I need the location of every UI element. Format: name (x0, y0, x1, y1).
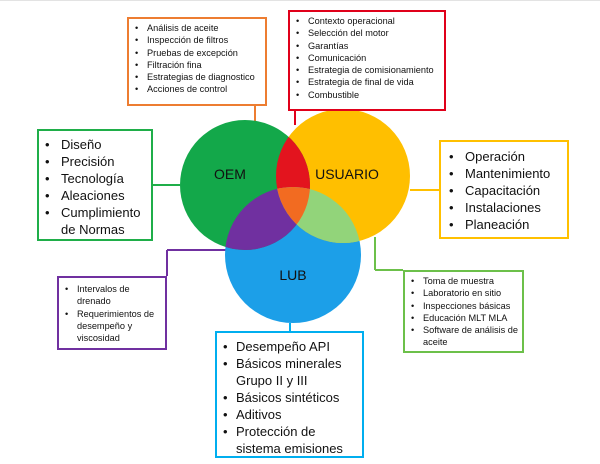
list-item: Aleaciones (45, 187, 147, 204)
list-item: Inspecciones básicas (411, 300, 518, 313)
list-item: Intervalos de drenado (65, 283, 161, 308)
list-item: Laboratorio en sitio (411, 287, 518, 300)
list-item: Diseño (45, 136, 147, 153)
usuario-lub-box: Toma de muestra Laboratorio en sitio Ins… (403, 270, 524, 353)
list-item: Aditivos (223, 406, 358, 423)
list-item: Estrategia de comisionamiento (296, 64, 440, 77)
list-item: Cumplimiento de Normas (45, 204, 147, 238)
list-item: Requerimientos de desempeño y viscosidad (65, 308, 161, 345)
oem-box: Diseño Precisión Tecnología Aleaciones C… (37, 129, 153, 241)
list-item: Educación MLT MLA (411, 312, 518, 325)
list-item: Operación (449, 148, 563, 165)
list-item: Comunicación (296, 52, 440, 65)
list-item: Pruebas de excepción (135, 47, 261, 60)
oem-lub-box: Intervalos de drenado Requerimientos de … (57, 276, 167, 350)
list-item: Básicos minerales Grupo II y III (223, 355, 358, 389)
list-item: Estrategias de diagnostico (135, 71, 261, 84)
list-item: Contexto operacional (296, 15, 440, 28)
list-item: Estrategia de final de vida (296, 76, 440, 89)
oem-lub-overlap (225, 187, 310, 250)
lub-box: Desempeño API Básicos minerales Grupo II… (215, 331, 364, 458)
list-item: Acciones de control (135, 83, 261, 96)
usuario-label: USUARIO (315, 166, 379, 182)
list-item: Planeación (449, 216, 563, 233)
usuario-lub-overlap (276, 187, 361, 243)
list-item: Inspección de filtros (135, 34, 261, 47)
lub-label: LUB (279, 267, 306, 283)
list-item: Garantías (296, 40, 440, 53)
usuario-box: Operación Mantenimiento Capacitación Ins… (439, 140, 569, 239)
list-item: Instalaciones (449, 199, 563, 216)
list-item: Combustible (296, 89, 440, 102)
list-item: Desempeño API (223, 338, 358, 355)
list-item: Filtración fina (135, 59, 261, 72)
list-item: Mantenimiento (449, 165, 563, 182)
list-item: Tecnología (45, 170, 147, 187)
list-item: Básicos sintéticos (223, 389, 358, 406)
list-item: Precisión (45, 153, 147, 170)
list-item: Protección de sistema emisiones (223, 423, 358, 457)
list-item: Análisis de aceite (135, 22, 261, 35)
top-divider (0, 0, 600, 1)
list-item: Selección del motor (296, 27, 440, 40)
list-item: Toma de muestra (411, 275, 518, 288)
oem-label: OEM (214, 166, 246, 182)
list-item: Capacitación (449, 182, 563, 199)
oem-usuario-box: Contexto operacional Selección del motor… (288, 10, 446, 111)
list-item: Software de análisis de aceite (411, 324, 518, 349)
oem-laboratory-box: Análisis de aceite Inspección de filtros… (127, 17, 267, 106)
